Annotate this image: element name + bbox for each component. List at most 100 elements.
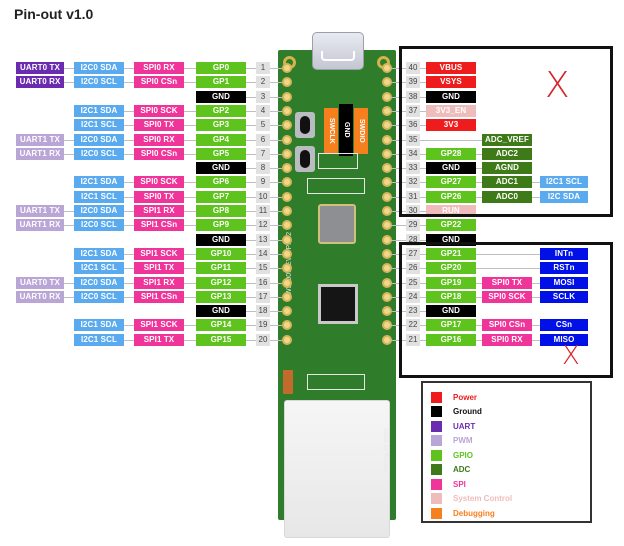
gpio-label: GP28 [426, 147, 476, 160]
adc-label: ADC_VREF [482, 133, 532, 146]
i2c-label: I2C1 SDA [74, 319, 124, 332]
spi-label: SPI0 RX [134, 62, 184, 74]
spi-label: SPI0 CSn [482, 319, 532, 332]
i2c-label: I2C1 SDA [74, 176, 124, 189]
unused-pins-frame-bottom [399, 242, 613, 378]
spi-label: SPI0 TX [134, 190, 184, 203]
legend-label: SPI [453, 479, 466, 489]
adc-label: ADC1 [482, 176, 532, 189]
power-label: VBUS [426, 62, 476, 74]
pin-row-right: 35 ADC_VREF [390, 133, 620, 146]
pin-number: 14 [256, 247, 270, 260]
pin-pad [282, 148, 292, 159]
debug-gnd-label: GND [339, 104, 353, 156]
wiznet-signal-label: CSn [540, 319, 588, 332]
pin-header [307, 178, 365, 194]
spi-label: SPI1 CSn [134, 219, 184, 232]
spi-label: SPI0 TX [482, 276, 532, 289]
gpio-label: GP10 [196, 247, 246, 260]
i2c-label: I2C SDA [540, 190, 588, 203]
gpio-label: GP13 [196, 290, 246, 303]
gpio-label: GP14 [196, 319, 246, 332]
usb-c-connector [312, 32, 364, 70]
legend-swatch [431, 507, 442, 519]
pin-number: 27 [406, 247, 420, 260]
i2c-label: I2C1 SCL [74, 190, 124, 203]
gpio-label: GP8 [196, 205, 246, 217]
wiznet-signal-label: SCLK [540, 290, 588, 303]
legend-item: GPIO [431, 449, 473, 461]
i2c-label: I2C0 SCL [74, 290, 124, 303]
i2c-label: I2C0 SDA [74, 205, 124, 217]
wiznet-signal-label: RSTn [540, 262, 588, 275]
gpio-label: GP6 [196, 176, 246, 189]
pin-number: 12 [256, 219, 270, 232]
gpio-label: GP5 [196, 147, 246, 160]
legend-item: System Control [431, 493, 512, 505]
legend-swatch [431, 406, 442, 417]
pin-number: 21 [406, 333, 420, 346]
adc-label: ADC2 [482, 147, 532, 160]
gpio-label: GP19 [426, 276, 476, 289]
gpio-label: GP7 [196, 190, 246, 203]
legend-swatch [431, 493, 442, 504]
w5100s-chip [318, 284, 358, 324]
gpio-label: GP9 [196, 219, 246, 232]
legend-swatch [431, 420, 442, 432]
gpio-label: GP4 [196, 133, 246, 146]
pin-number: 23 [406, 305, 420, 318]
power-label: 3V3 [426, 119, 476, 132]
wiznet-signal-label: INTn [540, 247, 588, 260]
pin-number: 34 [406, 147, 420, 160]
pin-number: 32 [406, 176, 420, 189]
pin-number: 26 [406, 262, 420, 275]
gpio-label: GP3 [196, 119, 246, 132]
pin-number: 20 [256, 333, 270, 346]
uart-label: UART0 TX [16, 276, 64, 289]
gpio-label: GP11 [196, 262, 246, 275]
gpio-label: GP1 [196, 76, 246, 89]
legend-swatch [431, 435, 442, 446]
gnd-label: GND [426, 305, 476, 318]
pin-number: 16 [256, 276, 270, 289]
page-title: Pin-out v1.0 [14, 6, 94, 22]
legend-label: GPIO [453, 450, 474, 460]
pin-number: 9 [256, 176, 270, 189]
spi-label: SPI0 SCK [482, 290, 532, 303]
gpio-label: GP18 [426, 290, 476, 303]
spi-label: SPI0 RX [482, 333, 532, 346]
pin-number: 22 [406, 319, 420, 332]
legend-item: ADC [431, 464, 470, 476]
system-control-label: 3V3_EN [426, 104, 476, 117]
spi-label: SPI0 CSn [134, 147, 184, 160]
pin-number: 35 [406, 133, 420, 146]
pin-number: 19 [256, 319, 270, 332]
i2c-label: I2C0 SDA [74, 276, 124, 289]
wiznet-signal-label: MISO [540, 333, 588, 346]
legend-label: ADC [453, 465, 471, 474]
spi-label: SPI0 CSn [134, 76, 184, 89]
cross-mark-icon: X [562, 341, 580, 371]
maker-text: Made by WIZnet [382, 428, 388, 473]
pin-pad [282, 77, 292, 88]
gpio-label: GP0 [196, 62, 246, 74]
i2c-label: I2C1 SDA [74, 247, 124, 260]
pin-pad [282, 177, 292, 188]
legend-swatch [431, 464, 442, 475]
gpio-label: GP2 [196, 104, 246, 117]
uart-label: UART1 TX [16, 205, 64, 217]
pin-number: 33 [406, 162, 420, 175]
gpio-label: GP12 [196, 276, 246, 289]
pin-pad [282, 277, 292, 288]
